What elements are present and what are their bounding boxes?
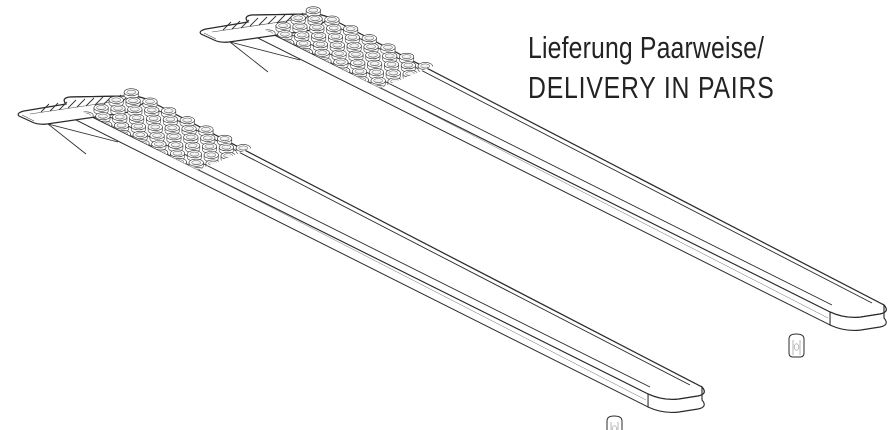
ramp-upper (199, 6, 887, 358)
ramp-lower-end-face (647, 385, 705, 414)
ramp-upper-end-tab (788, 333, 805, 358)
ramp-lower-end-tab (606, 415, 623, 430)
delivery-caption: Lieferung Paarweise/ DELIVERY IN PAIRS (528, 28, 800, 109)
caption-line-german: Lieferung Paarweise/ (528, 30, 765, 65)
ramp-upper-end-face (829, 303, 887, 332)
ramp-lower (17, 88, 705, 430)
caption-line-english: DELIVERY IN PAIRS (528, 70, 775, 106)
